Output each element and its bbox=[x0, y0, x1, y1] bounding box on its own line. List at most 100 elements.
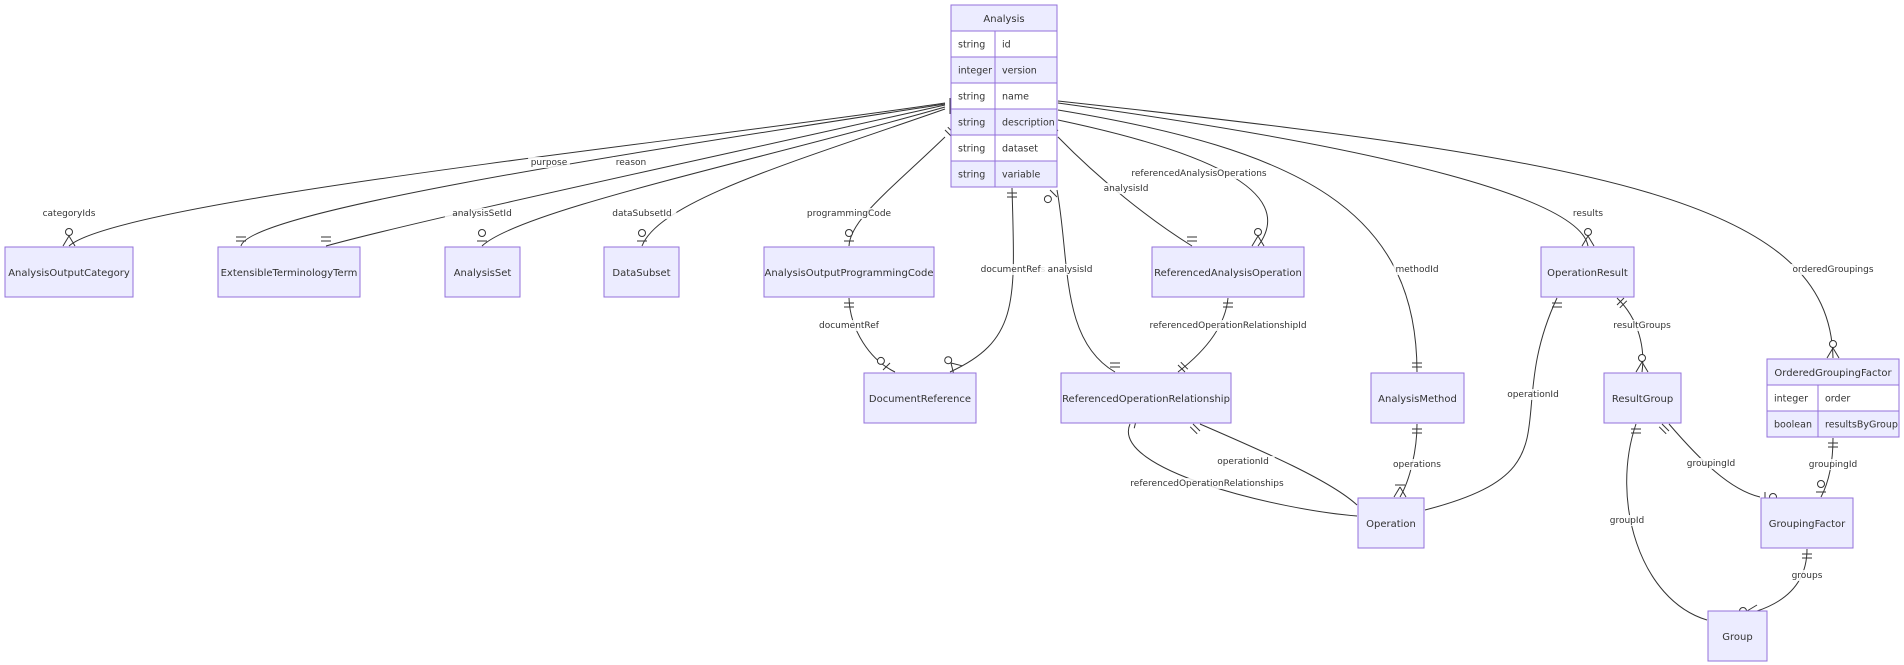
relationship-operation-result-result-group-line bbox=[1616, 297, 1644, 373]
attribute-name-cell bbox=[994, 30, 1058, 58]
relationship-lines bbox=[68, 100, 1834, 621]
cardinality-one bbox=[1110, 362, 1120, 368]
cardinality-zero-or-one bbox=[1043, 189, 1058, 204]
cardinality-one bbox=[844, 302, 854, 308]
cardinality-one bbox=[1177, 361, 1189, 373]
relationship-label-analysis-set-id: analysisSetId bbox=[444, 208, 520, 219]
relationship-label-programming-code: programmingCode bbox=[806, 208, 892, 219]
entity-name: AnalysisOutputProgrammingCode bbox=[765, 268, 934, 279]
entity-box bbox=[1707, 610, 1768, 662]
relationship-label-operation-id: operationId bbox=[1211, 456, 1275, 467]
relationship-label-operations: operations bbox=[1388, 459, 1446, 470]
entity-referenced-operation-relationship[interactable]: ReferencedOperationRelationship bbox=[1060, 372, 1232, 424]
attribute-name: version bbox=[1002, 66, 1037, 77]
entity-box bbox=[1151, 246, 1305, 298]
cardinality-zero-or-many bbox=[62, 228, 76, 247]
entity-box bbox=[1540, 246, 1635, 298]
entity-box bbox=[1357, 497, 1425, 549]
relationship-analysis-ordered-grouping-factor-line bbox=[1057, 100, 1834, 359]
attribute-type-cell bbox=[950, 160, 996, 188]
cardinality-one bbox=[1658, 423, 1670, 435]
cardinality-zero-or-many bbox=[1635, 354, 1649, 373]
entity-extensible-terminology-term[interactable]: ExtensibleTerminologyTerm bbox=[217, 246, 361, 298]
relationship-label-text: groups bbox=[1792, 571, 1823, 581]
attribute-name: description bbox=[1002, 118, 1055, 129]
relationship-analysis-document-reference-line bbox=[949, 187, 1014, 373]
cardinality-zero-or-one bbox=[844, 229, 854, 242]
attribute-row: string description bbox=[950, 108, 1058, 136]
relationship-label-result-groups: resultGroups bbox=[1607, 320, 1677, 331]
attribute-name: id bbox=[1002, 40, 1011, 51]
entity-box bbox=[4, 246, 134, 298]
relationship-label-text: groupId bbox=[1610, 516, 1645, 526]
relationship-label-text: resultGroups bbox=[1613, 321, 1671, 331]
entity-box bbox=[1370, 372, 1465, 424]
relationship-label-text: analysisId bbox=[1104, 184, 1149, 194]
entity-name: ReferencedOperationRelationship bbox=[1062, 394, 1230, 405]
entity-name: OperationResult bbox=[1547, 268, 1628, 279]
relationship-label-text: orderedGroupings bbox=[1792, 265, 1873, 275]
cardinality-one bbox=[1631, 428, 1641, 434]
relationship-label-referenced-operation-relationships: referencedOperationRelationships bbox=[1118, 478, 1296, 489]
cardinality-one bbox=[236, 236, 246, 242]
relationship-label-method-id: methodId bbox=[1393, 264, 1441, 275]
entity-data-subset[interactable]: DataSubset bbox=[603, 246, 680, 298]
entity-analysis-output-programming-code[interactable]: AnalysisOutputProgrammingCode bbox=[763, 246, 935, 298]
entity-document-reference[interactable]: DocumentReference bbox=[863, 372, 977, 424]
entity-operation[interactable]: Operation bbox=[1357, 497, 1425, 549]
relationship-label-category-ids: categoryIds bbox=[37, 208, 101, 219]
relationship-label-ordered-groupings: orderedGroupings bbox=[1787, 264, 1879, 275]
attribute-name-cell bbox=[1817, 410, 1900, 438]
relationship-label-data-subset-id: dataSubsetId bbox=[607, 208, 677, 219]
entity-name: ResultGroup bbox=[1612, 394, 1673, 405]
attribute-type: string bbox=[958, 118, 985, 129]
relationship-referenced-operation-relationship-operation-line bbox=[1127, 423, 1358, 517]
relationship-referenced-analysis-operation-referenced-operation-relationship-line bbox=[1177, 297, 1229, 373]
relationship-label-purpose: purpose bbox=[528, 157, 570, 168]
entity-result-group[interactable]: ResultGroup bbox=[1603, 372, 1682, 424]
relationship-analysis-output-programming-code-document-reference-line bbox=[848, 297, 896, 373]
entity-analysis-method[interactable]: AnalysisMethod bbox=[1370, 372, 1465, 424]
cardinality-one bbox=[321, 236, 331, 242]
relationship-label-document-ref: documentRef bbox=[817, 320, 881, 331]
relationship-label-text: methodId bbox=[1395, 265, 1438, 275]
entity-name: AnalysisSet bbox=[454, 268, 512, 279]
entity-name: Analysis bbox=[983, 14, 1024, 25]
relationship-label-analysis-id: analysisId bbox=[1097, 183, 1155, 194]
entity-analysis-set[interactable]: AnalysisSet bbox=[444, 246, 521, 298]
cardinality-zero-or-one bbox=[637, 229, 647, 242]
relationship-analysis-analysis-method-line bbox=[1057, 109, 1418, 373]
relationship-label-text: purpose bbox=[531, 158, 568, 168]
relationship-label-text: referencedAnalysisOperations bbox=[1131, 169, 1267, 179]
entity-referenced-analysis-operation[interactable]: ReferencedAnalysisOperation bbox=[1151, 246, 1305, 298]
relationship-referenced-operation-relationship-operation-line bbox=[1199, 423, 1358, 506]
entity-name: DocumentReference bbox=[869, 394, 971, 405]
entity-operation-result[interactable]: OperationResult bbox=[1540, 246, 1635, 298]
entity-box bbox=[217, 246, 361, 298]
entity-group[interactable]: Group bbox=[1707, 610, 1768, 662]
cardinality-one bbox=[1616, 297, 1628, 309]
cardinality-one bbox=[1189, 423, 1201, 435]
attribute-name-cell bbox=[994, 160, 1058, 188]
relationship-label-text: groupingId bbox=[1809, 460, 1857, 470]
relationship-label-text: operationId bbox=[1507, 390, 1559, 400]
relationship-label-document-refs: documentRefs bbox=[978, 264, 1048, 275]
entity-analysis-output-category[interactable]: AnalysisOutputCategory bbox=[4, 246, 134, 298]
entity-name: OrderedGroupingFactor bbox=[1774, 368, 1892, 379]
entity-name: Group bbox=[1722, 632, 1752, 643]
entity-box bbox=[603, 246, 680, 298]
cardinality-one bbox=[1223, 302, 1233, 308]
relationship-label-text: analysisSetId bbox=[452, 209, 512, 219]
entity-grouping-factor[interactable]: GroupingFactor bbox=[1760, 497, 1854, 549]
relationship-label-text: documentRef bbox=[819, 321, 880, 331]
relationship-label-text: analysisId bbox=[1048, 265, 1093, 275]
entity-box bbox=[863, 372, 977, 424]
relationship-label-text: groupingId bbox=[1687, 459, 1735, 469]
